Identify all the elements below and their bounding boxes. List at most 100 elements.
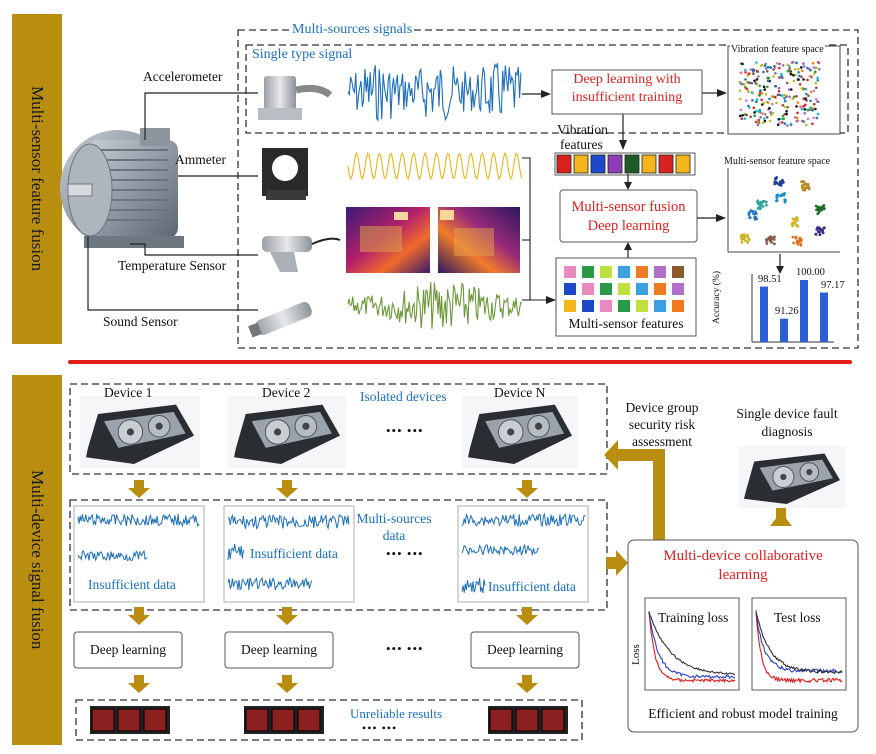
thermal-image-2 [438,207,520,273]
ellipsis-results: ••• ••• [362,721,398,735]
test-loss-label: Test loss [774,610,821,626]
multi-feature-cell [636,300,648,312]
bar-label-3: 100.00 [796,267,825,278]
multi-sources-data-box [69,499,608,611]
vibration-feature-point [756,70,759,74]
multi-sensor-feature-point [821,229,824,233]
device1-result-cell [91,708,115,732]
flow-arrow-head [516,615,538,625]
vibration-feature-point [769,111,772,114]
multi-feature-cell [636,266,648,278]
vibration-feature-point [748,81,752,85]
vibration-feature-point [772,75,775,78]
vibration-feature-point [774,72,777,75]
multi-sensor-feature-point [742,233,746,237]
vibration-feature-point [811,122,814,126]
vibration-feature-point [747,72,751,75]
vibration-feature-point [748,106,751,109]
vibration-feature-point [762,121,765,125]
multi-sensor-feature-point [775,196,779,200]
multi-sources-title: Multi-sources signals [290,22,415,39]
vibration-feature-point [781,114,785,118]
vibration-feature-point [765,70,769,73]
vibration-feature-point [763,119,767,123]
efficient-label: Efficient and robust model training [648,706,838,721]
vibration-feature-point [804,87,808,91]
flow-arrow-shaft [134,675,144,683]
multi-sensor-feature-point [807,187,811,191]
multi-sensor-feature-point [817,208,821,211]
multi-sources-data-line1: Multi-sources [356,511,432,526]
vibration-feature-point [752,106,756,110]
vibration-feature-point [739,71,742,75]
device2-result-cell [245,708,269,732]
vibration-feature-point [765,115,769,119]
vibration-feature-point [778,76,781,79]
multi-sensor-feature-point [775,194,779,197]
multi-sensor-feature-point [801,184,804,187]
multi-sensor-feature-point [816,230,820,234]
vibration-feature-point [785,112,788,116]
vibration-feature-point [800,107,804,111]
device2-image [228,396,346,468]
flow-arrow-head [276,488,298,498]
fusion-line1: Multi-sensor fusion [571,199,686,215]
flow-arrow-head [276,615,298,625]
multi-sensor-feature-point [792,241,795,245]
accelerometer-image [258,76,333,120]
training-loss-blue [648,612,736,680]
feedback-arrows [604,440,792,576]
vibration-feature-point [771,95,774,98]
test-loss-black [755,612,843,675]
multi-sensor-feature-point [741,236,745,240]
vibration-feature-point [816,100,819,103]
bar-label-2: 91.26 [775,305,799,317]
multi-sensor-feature-point [783,192,787,195]
vibration-feature-point [786,63,789,67]
multi-sensor-feature-point [775,182,779,185]
vibration-feature-point [802,62,805,65]
vibration-feature-point [766,79,770,83]
vibration-feature-cell [658,154,674,174]
multi-sensor-feature-point [775,199,778,203]
vibration-feature-point [815,66,818,70]
vibration-feature-point [809,90,813,94]
vibration-feature-point [795,116,799,120]
loss-axis-label: Loss [630,644,642,665]
vibration-feature-point [769,113,773,117]
vibration-feature-point [798,83,802,86]
bar-label-4: 97.17 [821,279,845,291]
multi-sensor-feature-point [795,224,799,228]
ellipsis-data: ••• ••• [386,546,424,561]
isolated-devices-box [69,383,608,475]
multi-feature-cell [672,283,684,295]
vibration-feature-point [759,116,762,119]
vibration-feature-point [764,93,768,96]
deep-learning-label-n: Deep learning [486,642,564,657]
vibration-feature-point [783,105,787,109]
single-type-title: Single type signal [252,47,353,62]
vibration-feature-point [780,94,784,97]
vibration-feature-point [786,124,789,127]
vibration-feature-point [759,89,762,92]
sensor-label-accelerometer: Accelerometer [143,69,223,84]
multi-feature-cell [600,266,612,278]
vibration-feature-point [806,66,809,70]
motor-image [60,128,184,248]
vibration-feature-point [756,123,760,127]
vibration-feature-point [806,117,810,121]
multi-sensor-feature-point [758,204,762,208]
single-fault-line1: Single device fault [736,406,838,421]
multi-space-label: Multi-sensor feature space [724,156,831,167]
vibration-feature-point [766,65,770,69]
multi-sensor-feature-point [779,194,783,198]
multi-sensor-feature-point [751,209,755,213]
multi-sources-box [237,29,859,349]
vibration-feature-point [753,114,756,117]
multi-sensor-feature-point [799,242,803,246]
multi-sensor-feature-point [800,180,804,184]
vibration-feature-point [809,108,812,112]
test-loss-red [755,612,843,684]
vibration-feature-point [800,66,803,69]
deviceN-result-cell [541,708,565,732]
